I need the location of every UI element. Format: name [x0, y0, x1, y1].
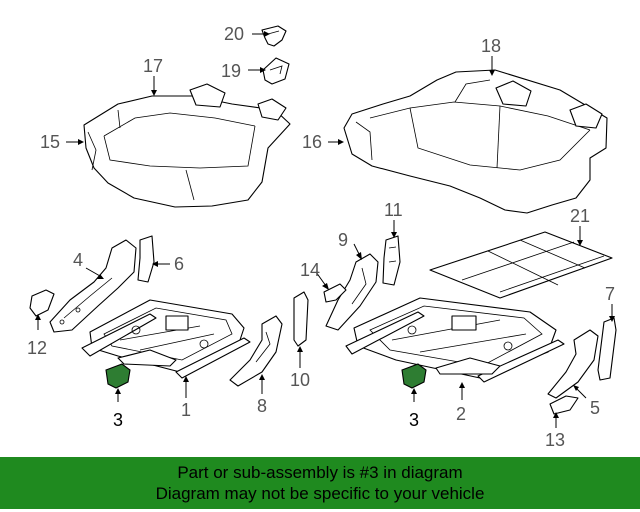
callout-14: 14: [300, 260, 320, 280]
callout-12: 12: [27, 338, 47, 358]
callout-4: 4: [73, 250, 83, 270]
part-2-right-seat-frame: [345, 297, 565, 383]
leader-lines: [35, 31, 615, 428]
part-8-trim: [229, 315, 283, 387]
callout-8: 8: [257, 396, 267, 416]
part-16-right-seat-cushion: [343, 69, 608, 214]
part-11-bracket: [382, 235, 401, 286]
info-banner: Part or sub-assembly is #3 in diagram Di…: [0, 457, 640, 509]
part-6-bracket: [137, 235, 155, 283]
callout-3-right: 3: [409, 410, 419, 430]
part-13-trim: [549, 395, 579, 415]
callout-11: 11: [384, 200, 403, 220]
callout-3-left: 3: [113, 410, 123, 430]
banner-line-1: Part or sub-assembly is #3 in diagram: [177, 463, 463, 482]
callout-7: 7: [605, 284, 615, 304]
callout-19: 19: [221, 61, 241, 81]
part-7-trim: [597, 317, 617, 381]
callout-17: 17: [143, 56, 163, 76]
callout-20: 20: [224, 24, 244, 44]
part-1-left-seat-frame: [81, 299, 251, 379]
part-3-highlighted-right: [401, 363, 427, 389]
callout-6: 6: [174, 254, 184, 274]
callout-21: 21: [570, 206, 590, 226]
callout-labels: 20 19 17 18 15 16 11 21 9 4 6 14 7 12 10…: [27, 24, 615, 450]
banner-line-2: Diagram may not be specific to your vehi…: [155, 484, 485, 503]
callout-15: 15: [40, 132, 60, 152]
callout-16: 16: [302, 132, 322, 152]
part-12-cover: [29, 289, 55, 317]
parts-diagram: 20 19 17 18 15 16 11 21 9 4 6 14 7 12 10…: [27, 24, 617, 450]
callout-10: 10: [290, 370, 310, 390]
callout-5: 5: [590, 398, 600, 418]
part-20-clip: [261, 25, 287, 47]
part-21-floor-panel: [429, 231, 613, 299]
part-15-left-seat-cushion: [83, 83, 291, 208]
part-19-bracket: [262, 57, 290, 85]
callout-1: 1: [181, 400, 191, 420]
part-10-trim: [293, 291, 309, 347]
callout-9: 9: [338, 230, 348, 250]
part-4-side-cover: [49, 239, 137, 333]
part-3-highlighted-left: [105, 363, 131, 389]
part-5-trim: [547, 329, 599, 399]
callout-2: 2: [456, 404, 466, 424]
part-3-shape: [105, 363, 131, 389]
callout-13: 13: [545, 430, 565, 450]
part-14-trim: [323, 283, 347, 303]
callout-18: 18: [481, 36, 501, 56]
